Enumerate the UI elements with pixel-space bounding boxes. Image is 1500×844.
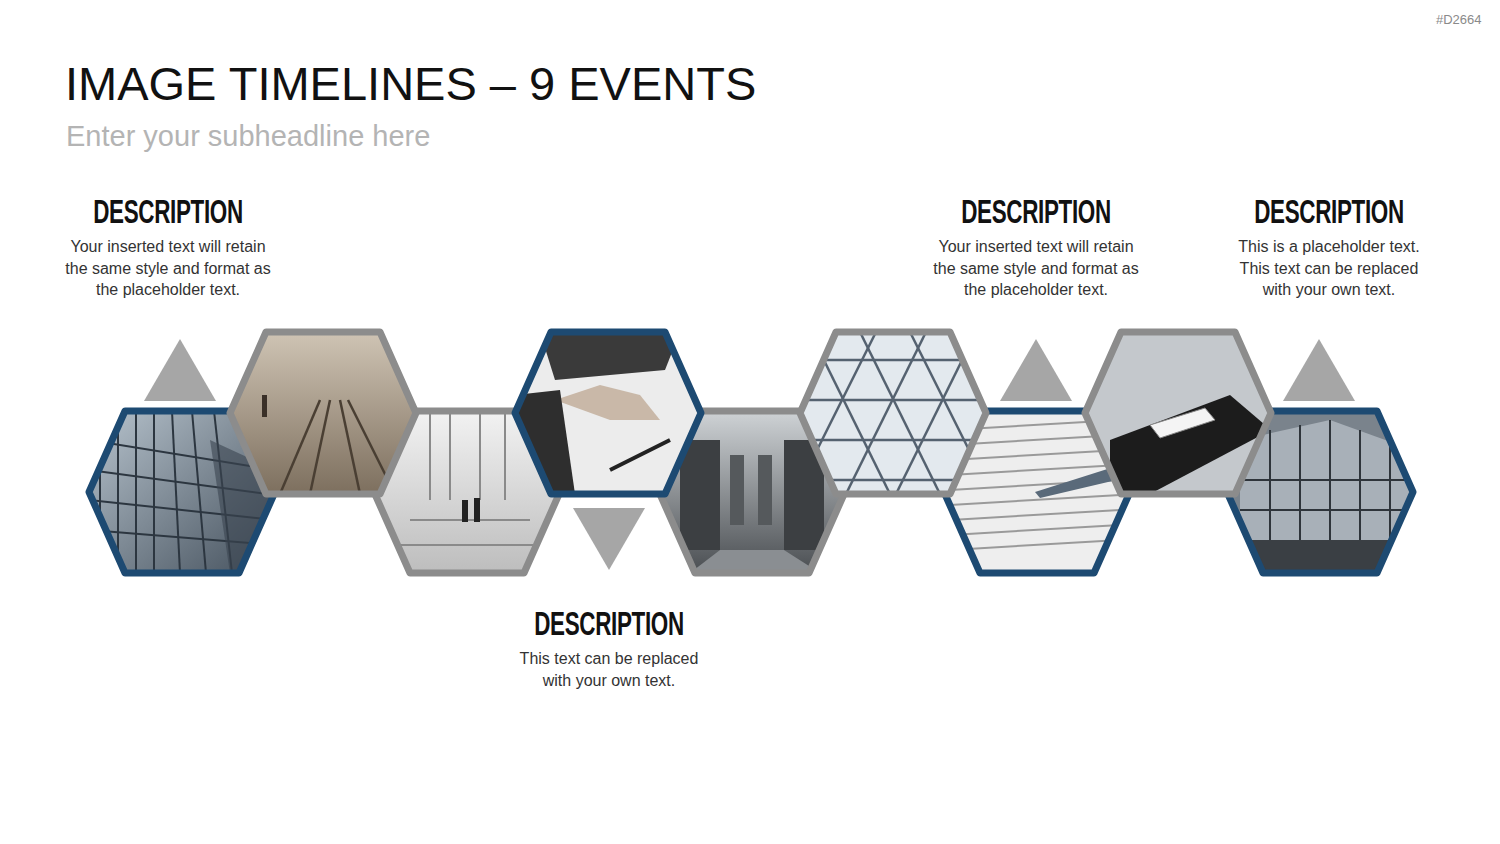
- description-heading: DESCRIPTION: [80, 193, 257, 231]
- subheadline: Enter your subheadline here: [66, 120, 430, 153]
- description-text: Your inserted text will retain the same …: [63, 236, 273, 301]
- pointer-triangle: [1283, 339, 1355, 401]
- hex-frame: [1085, 332, 1271, 494]
- description-text: This is a placeholder text. This text ca…: [1224, 236, 1434, 301]
- slide-title: IMAGE TIMELINES – 9 EVENTS: [65, 56, 756, 111]
- hex-photo: [800, 332, 986, 494]
- description-heading: DESCRIPTION: [521, 605, 698, 643]
- description-text: Your inserted text will retain the same …: [931, 236, 1141, 301]
- hex-photo: [230, 332, 416, 494]
- description-heading: DESCRIPTION: [948, 193, 1125, 231]
- slide-code: #D2664: [1436, 12, 1482, 27]
- pointer-triangle: [573, 508, 645, 570]
- hex-photo: [1085, 332, 1271, 494]
- description-text: This text can be replaced with your own …: [504, 648, 714, 691]
- hex-frame: [230, 332, 416, 494]
- description-heading: DESCRIPTION: [1241, 193, 1418, 231]
- pointer-triangle: [144, 339, 216, 401]
- hex-photo: [515, 332, 701, 494]
- hex-frame: [515, 332, 701, 494]
- pointer-triangle: [1000, 339, 1072, 401]
- hex-frame: [800, 332, 986, 494]
